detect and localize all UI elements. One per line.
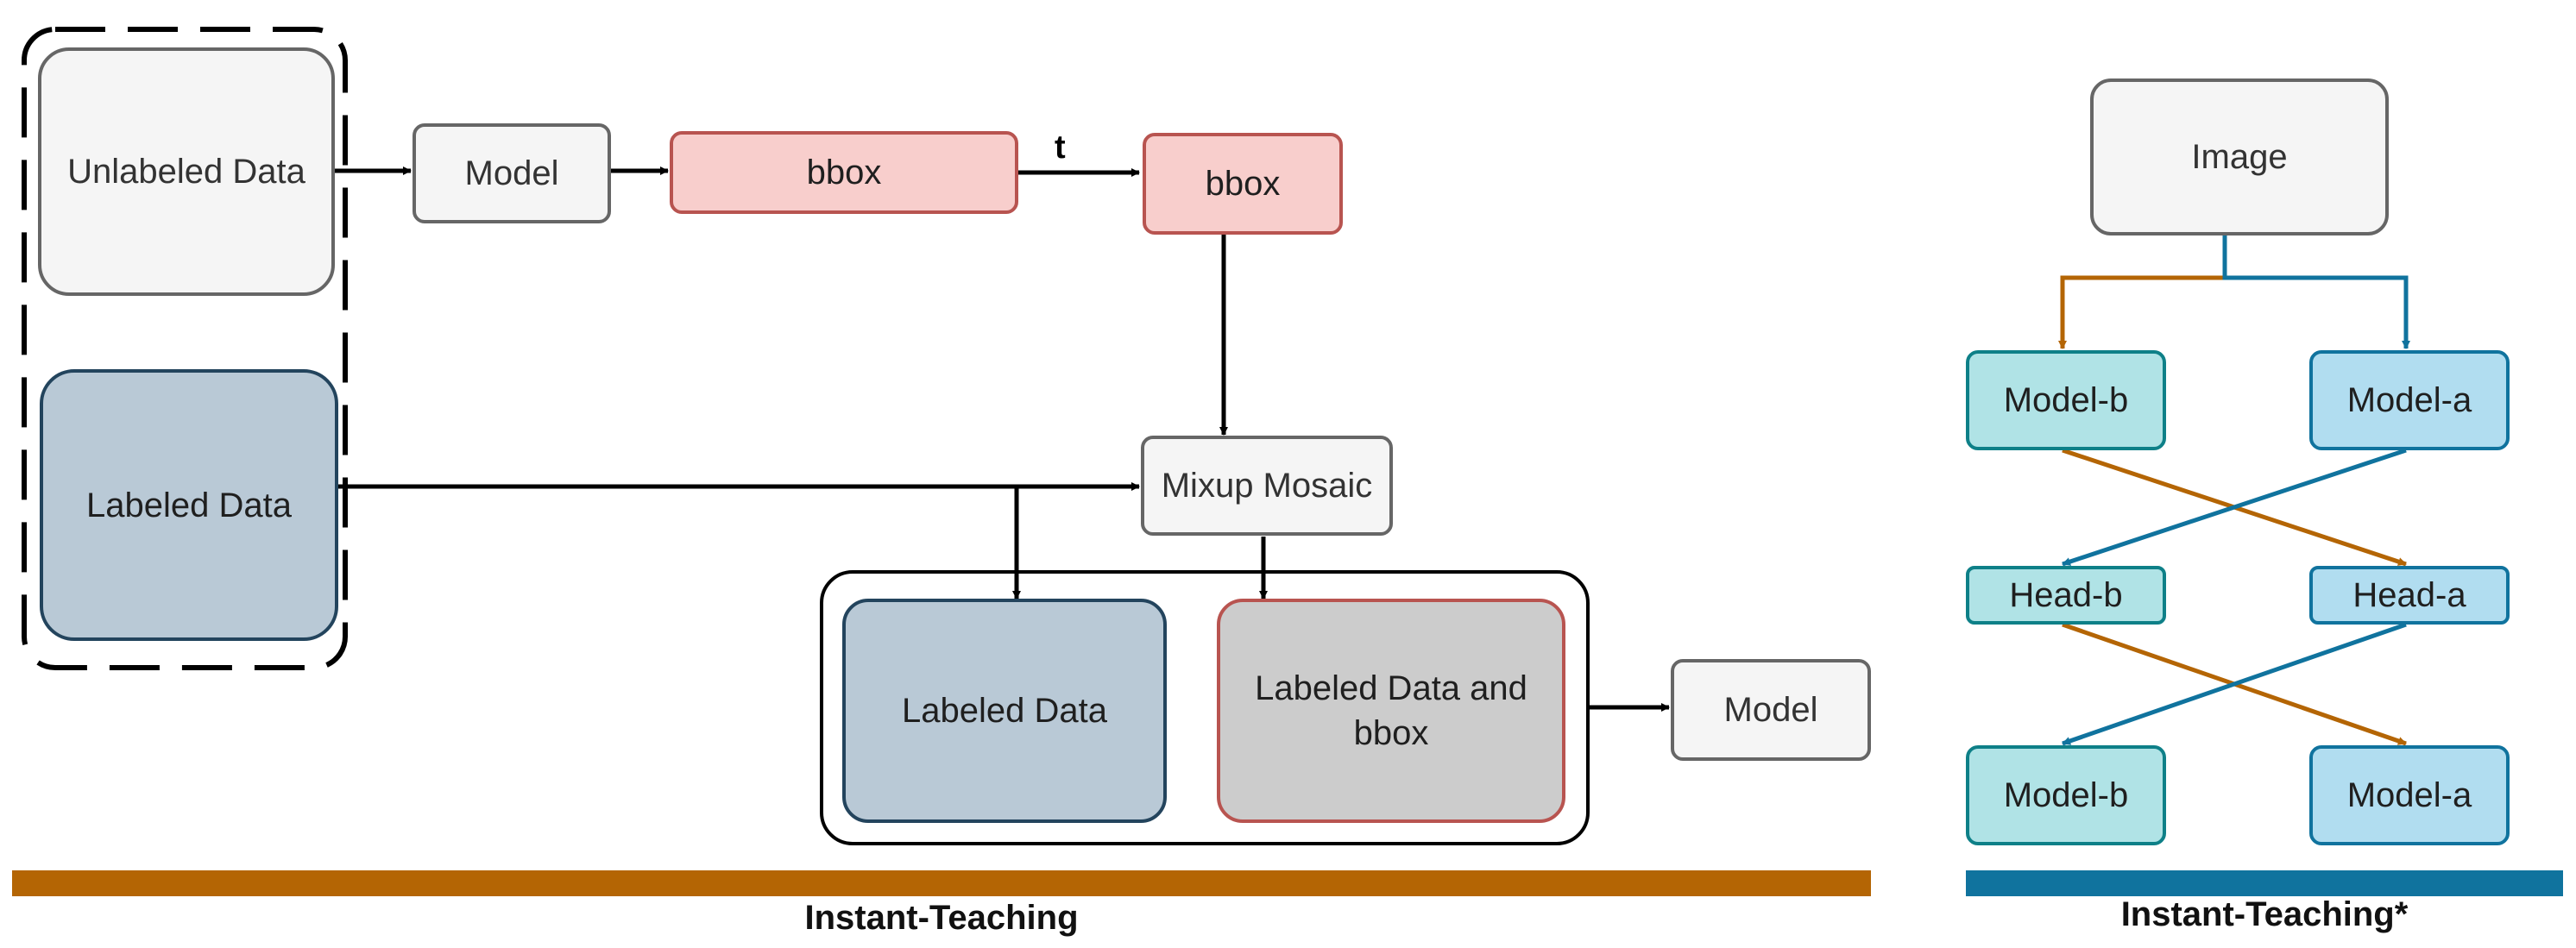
model-a-top-node: Model-a [2309,350,2510,450]
model-b-bottom-node: Model-b [1966,745,2166,845]
arrow-image-to-model-a [2222,235,2410,349]
arrow-model-a-to-head-b [2062,448,2407,567]
unlabeled-data-node: Unlabeled Data [38,47,335,296]
model-output-node: Model [1671,659,1871,761]
head-b-node: Head-b [1966,566,2166,625]
image-node: Image [2090,78,2389,235]
arrow-head-a-to-model-b [2062,622,2407,746]
head-a-node: Head-a [2309,566,2510,625]
instant-teaching-star-bar [1966,870,2563,896]
edge-label-t: t [1055,129,1066,166]
labeled-data-and-bbox-node: Labeled Data and bbox [1217,599,1565,823]
labeled-data-output-node: Labeled Data [842,599,1167,823]
instant-teaching-star-caption: Instant-Teaching* [2120,895,2409,933]
arrow-image-to-model-b [2058,235,2227,349]
data-group-outline [22,27,348,670]
instant-teaching-caption: Instant-Teaching [804,899,1079,937]
instant-teaching-bar [12,870,1871,896]
bbox-transformed-node: bbox [1143,133,1343,235]
bbox-node: bbox [670,131,1018,214]
model-b-top-node: Model-b [1966,350,2166,450]
mixup-mosaic-node: Mixup Mosaic [1141,436,1393,536]
model-node: Model [413,123,611,223]
model-a-bottom-node: Model-a [2309,745,2510,845]
labeled-data-node: Labeled Data [40,369,338,641]
